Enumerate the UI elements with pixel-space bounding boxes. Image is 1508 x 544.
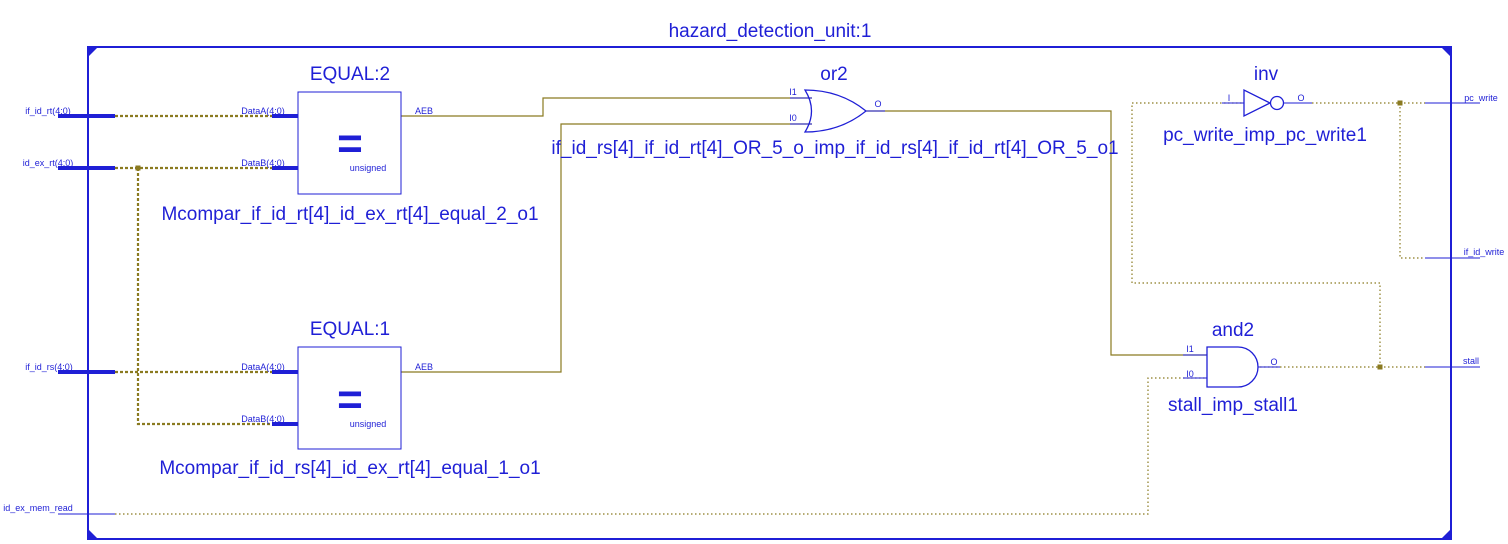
comparator-title: EQUAL:2 <box>310 64 390 85</box>
or-gate-icon <box>803 89 868 133</box>
comparator-equal-1[interactable]: EQUAL:1 DataA(4:0) DataB(4:0) AEB = unsi… <box>159 319 540 479</box>
module-boundary[interactable] <box>87 46 1452 540</box>
port-pc-write[interactable]: pc_write <box>1425 93 1498 104</box>
pin-o-label: O <box>1270 357 1277 367</box>
wire-stall-inv-in <box>1131 102 1381 367</box>
comparator-title: EQUAL:1 <box>310 319 390 340</box>
comparator-instance-name: Mcompar_if_id_rs[4]_id_ex_rt[4]_equal_1_… <box>159 458 540 479</box>
pin-aeb-label: AEB <box>415 362 433 372</box>
schematic-title: hazard_detection_unit:1 <box>669 21 872 42</box>
pin-data-a-label: DataA(4:0) <box>241 362 285 372</box>
port-pc-write-label: pc_write <box>1464 93 1498 103</box>
pin-i1-label: I1 <box>789 87 797 97</box>
pin-i0-label: I0 <box>1186 369 1194 379</box>
equals-symbol-icon: = <box>337 119 363 168</box>
pin-data-b-label: DataB(4:0) <box>241 158 285 168</box>
pin-i0-label: I0 <box>789 113 797 123</box>
pin-o-label: O <box>874 99 881 109</box>
pin-aeb-label: AEB <box>415 106 433 116</box>
wire-aeb1-or-i0 <box>401 123 812 373</box>
comparator-instance-name: Mcompar_if_id_rt[4]_id_ex_rt[4]_equal_2_… <box>161 204 538 225</box>
junction-dot <box>1397 100 1403 106</box>
wire-or-and-i1 <box>866 110 1207 356</box>
port-if-id-rt-label: if_id_rt(4:0) <box>25 106 71 116</box>
port-stall-label: stall <box>1463 356 1479 366</box>
gate-title: or2 <box>820 64 847 85</box>
gate-instance-name: if_id_rs[4]_if_id_rt[4]_OR_5_o_imp_if_id… <box>551 138 1118 159</box>
port-if-id-rs[interactable]: if_id_rs(4:0) <box>25 362 115 374</box>
port-if-id-rt[interactable]: if_id_rt(4:0) <box>25 106 115 118</box>
port-id-ex-mem-read[interactable]: id_ex_mem_read <box>3 503 115 515</box>
port-id-ex-rt-label: id_ex_rt(4:0) <box>23 158 74 168</box>
junction-dot <box>1377 364 1383 370</box>
wire-mem-read-and-i0 <box>115 377 1207 515</box>
pin-i1-label: I1 <box>1186 344 1194 354</box>
gate-instance-name: pc_write_imp_pc_write1 <box>1163 125 1367 146</box>
port-if-id-write[interactable]: if_id_write <box>1425 247 1505 259</box>
wire-id-ex-rt-branch <box>136 168 272 426</box>
pin-data-a-label: DataA(4:0) <box>241 106 285 116</box>
junction-dot <box>135 165 141 171</box>
and-gate[interactable]: and2 I1 I0 O stall_imp_stall1 <box>1168 320 1298 416</box>
port-stall[interactable]: stall <box>1425 356 1480 368</box>
inverter-bubble-icon <box>1269 95 1285 111</box>
wire-inv-if-id-write <box>1399 103 1425 259</box>
comparator-mode: unsigned <box>350 163 387 173</box>
port-id-ex-rt[interactable]: id_ex_rt(4:0) <box>23 158 115 170</box>
wire-aeb2-or-i1 <box>401 97 812 117</box>
port-if-id-rs-label: if_id_rs(4:0) <box>25 362 73 372</box>
equals-symbol-icon: = <box>337 375 363 424</box>
pin-data-b-label: DataB(4:0) <box>241 414 285 424</box>
inverter-gate[interactable]: inv I O pc_write_imp_pc_write1 <box>1163 64 1367 146</box>
or-gate[interactable]: or2 I1 I0 O if_id_rs[4]_if_id_rt[4]_OR_5… <box>551 64 1118 159</box>
wires <box>115 97 1425 515</box>
port-if-id-write-label: if_id_write <box>1464 247 1505 257</box>
pin-o-label: O <box>1297 93 1304 103</box>
gate-title: inv <box>1254 64 1279 85</box>
comparator-equal-2[interactable]: EQUAL:2 DataA(4:0) DataB(4:0) AEB = unsi… <box>161 64 538 225</box>
pin-i-label: I <box>1228 93 1231 103</box>
inverter-icon <box>1243 88 1272 118</box>
gate-instance-name: stall_imp_stall1 <box>1168 395 1298 416</box>
and-gate-icon <box>1206 346 1259 388</box>
port-id-ex-mem-read-label: id_ex_mem_read <box>3 503 73 513</box>
gate-title: and2 <box>1212 320 1254 341</box>
comparator-mode: unsigned <box>350 419 387 429</box>
